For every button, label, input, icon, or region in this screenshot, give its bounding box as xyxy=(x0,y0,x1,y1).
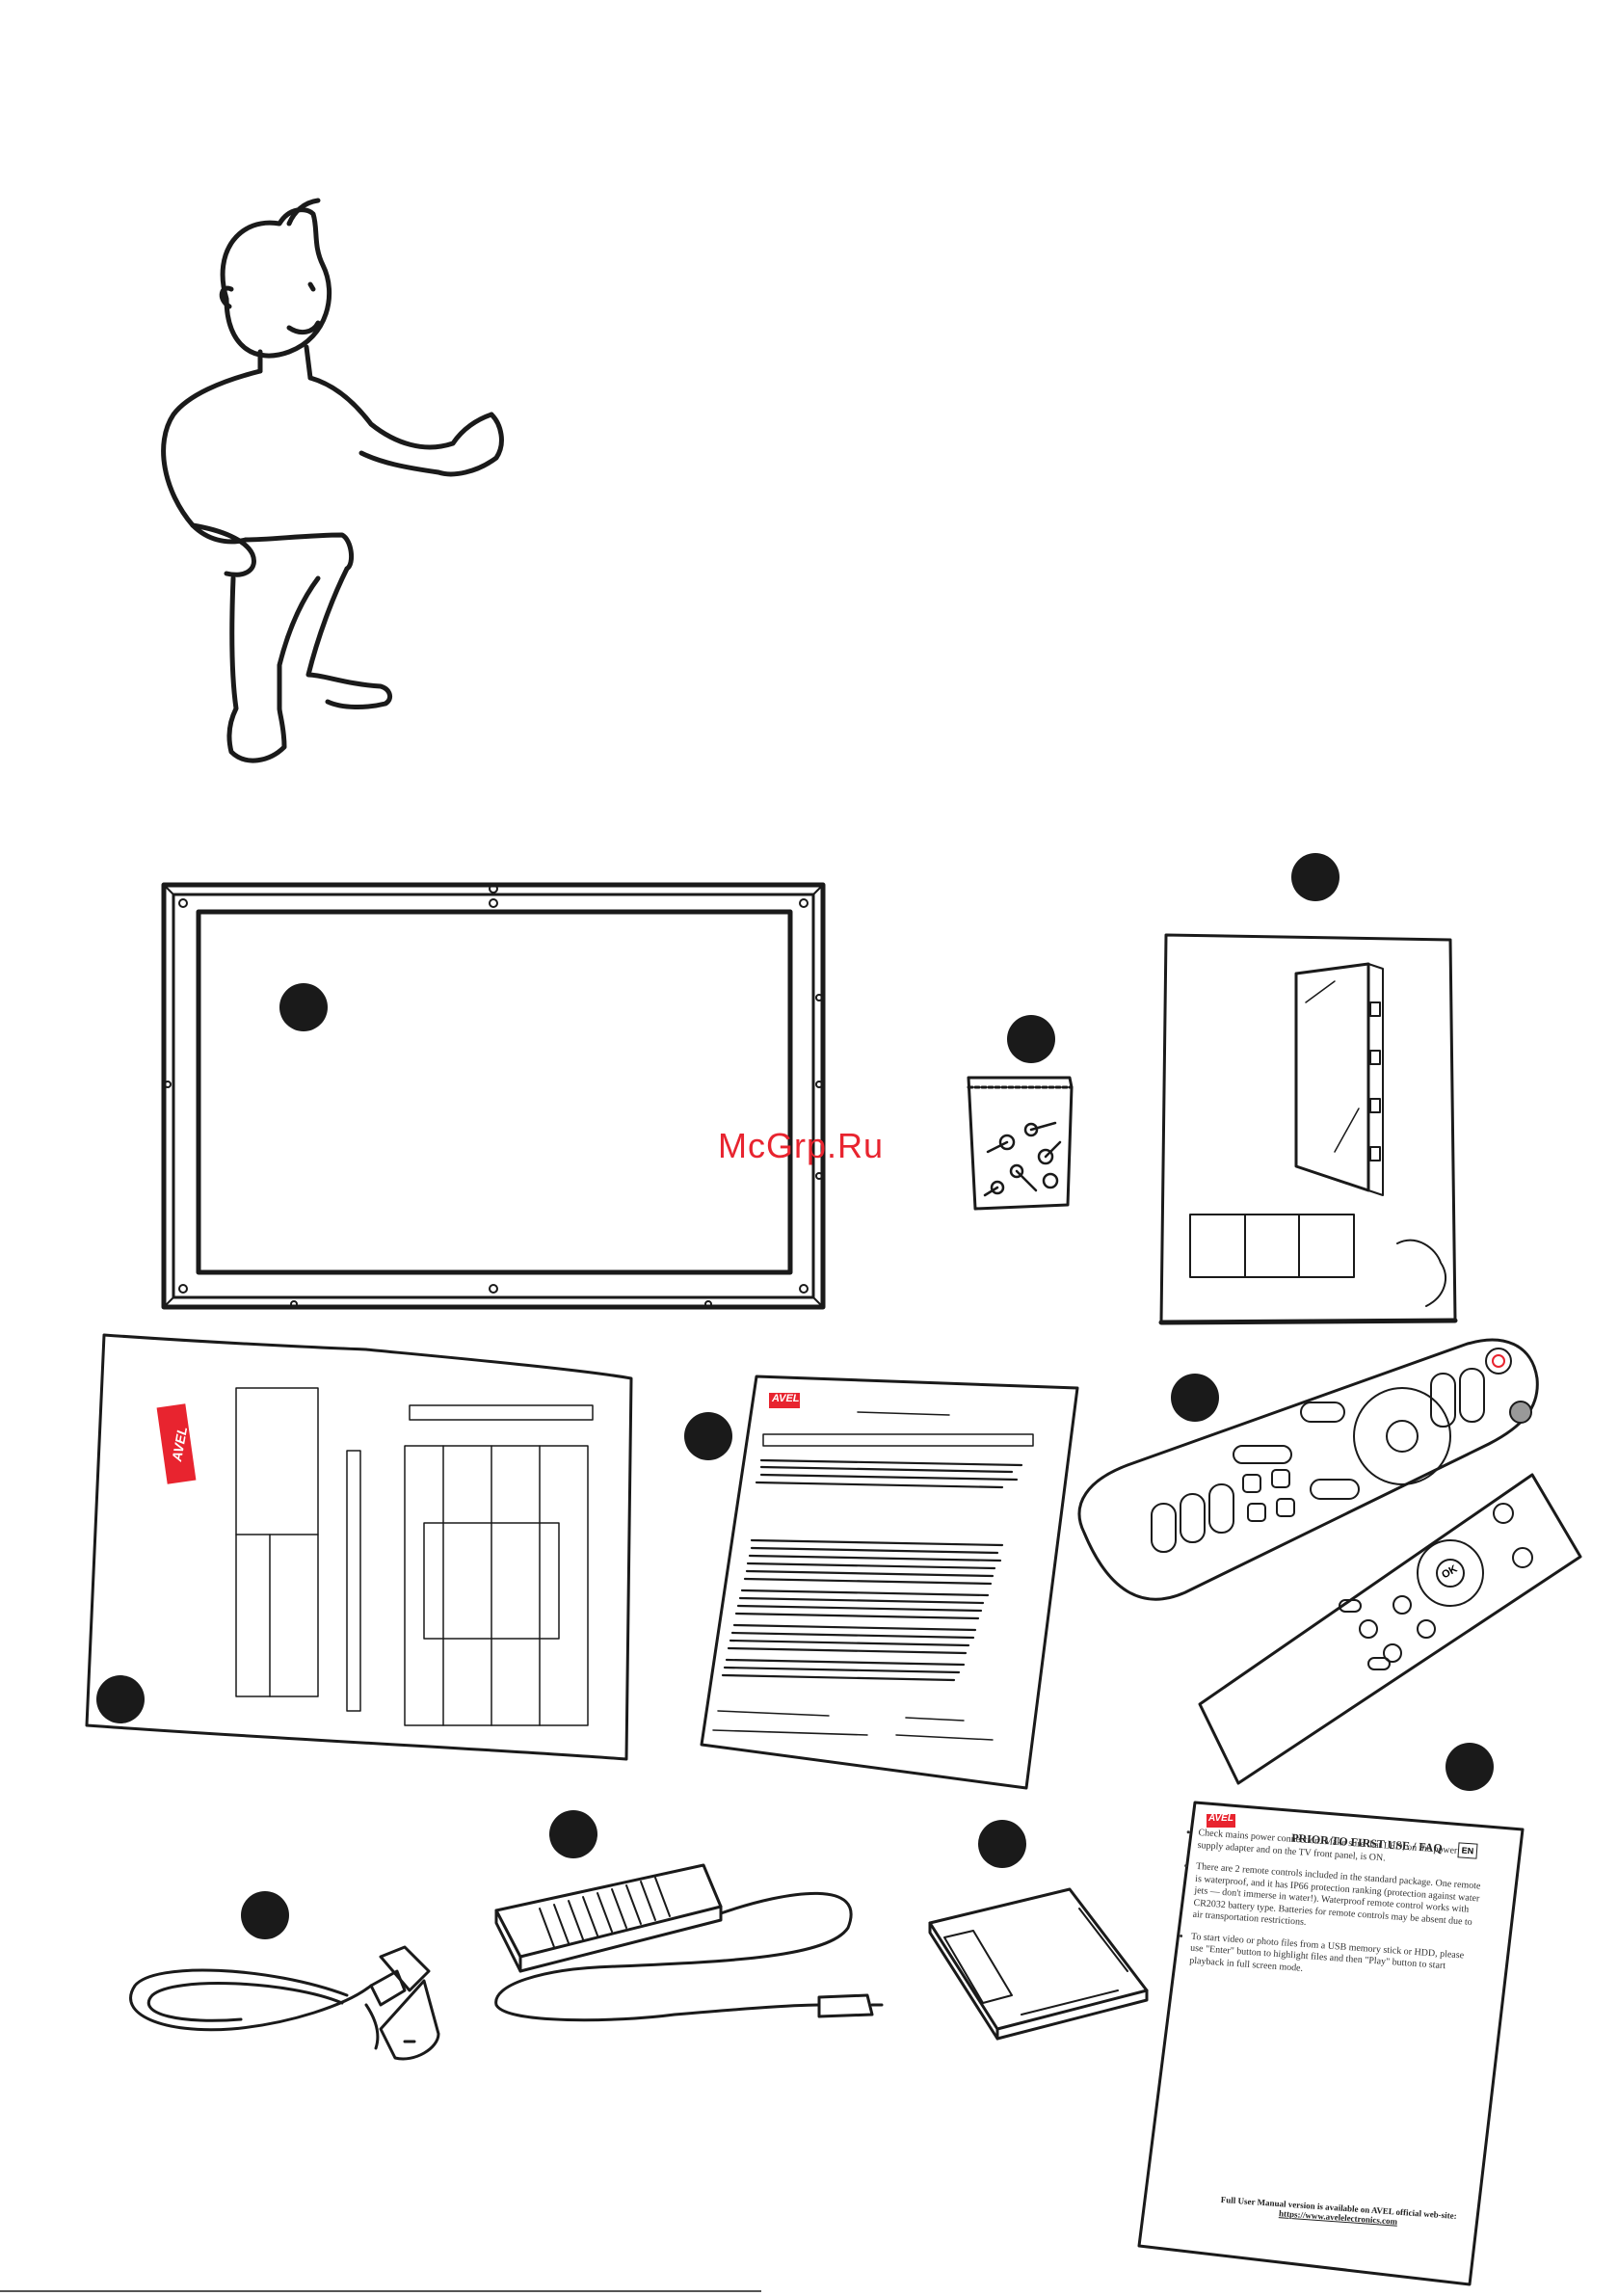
faq-item: To start video or photo files from a USB… xyxy=(1189,1931,1476,1987)
watermark: McGrp.Ru xyxy=(718,1126,885,1165)
item-badge-guide xyxy=(1291,853,1339,901)
cartoon-man-pointing-icon xyxy=(161,198,504,763)
page-bottom-rule xyxy=(0,2290,761,2292)
avel-logo-icon xyxy=(156,1393,1235,1828)
faq-list: Check mains power connection. Make sure … xyxy=(1175,1827,1483,1996)
item-badge-cord xyxy=(241,1891,289,1939)
item-badge-adapter xyxy=(549,1810,597,1858)
faq-item: There are 2 remote controls included in … xyxy=(1192,1861,1481,1941)
installation-guide-booklet-icon xyxy=(1158,933,1458,1325)
mounting-template-drawing-icon xyxy=(85,1333,633,1761)
faq-leaflet-icon xyxy=(1137,1801,1525,2286)
item-badge-tv xyxy=(279,983,328,1031)
item-badge-bracket xyxy=(978,1820,1026,1868)
avel-logo-faq: AVEL xyxy=(1208,1813,1233,1824)
item-badge-drawing xyxy=(96,1675,145,1723)
power-adapter-icon xyxy=(494,1863,884,2022)
warranty-card-document-icon xyxy=(700,1375,1079,1790)
mirror-tv-frame-icon xyxy=(161,882,826,1310)
wall-bracket-icon xyxy=(928,1887,1149,2041)
item-badge-warranty xyxy=(684,1412,732,1460)
power-cord-icon xyxy=(129,1945,440,2061)
item-badge-faq xyxy=(1446,1743,1494,1791)
screw-bag-icon xyxy=(967,1076,1074,1211)
remote-controls-icon xyxy=(1077,1338,1582,1785)
item-badge-screws xyxy=(1007,1015,1055,1063)
item-badge-remotes xyxy=(1171,1374,1219,1422)
avel-logo-warranty: AVEL xyxy=(772,1393,800,1404)
